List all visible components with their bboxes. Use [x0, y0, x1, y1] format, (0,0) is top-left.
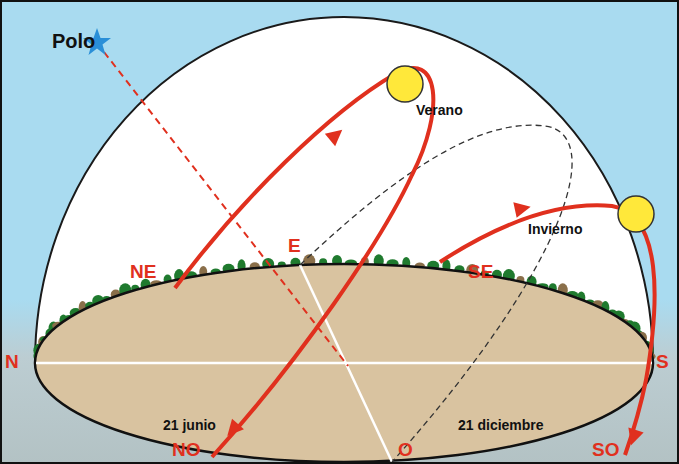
winter-sun-path — [440, 205, 655, 455]
date-label: 21 diciembre — [458, 418, 544, 433]
season-label: Invierno — [528, 222, 582, 237]
arrowhead — [221, 419, 244, 442]
direction-label: E — [288, 236, 301, 257]
direction-label: SO — [592, 440, 619, 461]
summer-sun-path — [175, 68, 433, 457]
pole-label: Polo — [52, 30, 95, 52]
direction-label: SE — [468, 262, 493, 283]
summer-sun — [387, 66, 423, 102]
east-west-line — [300, 265, 392, 462]
season-label: Verano — [416, 103, 463, 118]
direction-label: NE — [130, 262, 156, 283]
direction-label: S — [656, 352, 669, 373]
ground-plane — [35, 264, 653, 462]
arrowhead — [325, 124, 348, 147]
arrowhead — [623, 428, 643, 448]
date-label: 21 junio — [163, 418, 216, 433]
direction-label: N — [5, 352, 19, 373]
arrowhead — [513, 199, 532, 218]
direction-label: O — [398, 440, 413, 461]
polar-axis — [104, 52, 348, 366]
direction-label: NO — [172, 440, 201, 461]
winter-sun — [618, 196, 654, 232]
